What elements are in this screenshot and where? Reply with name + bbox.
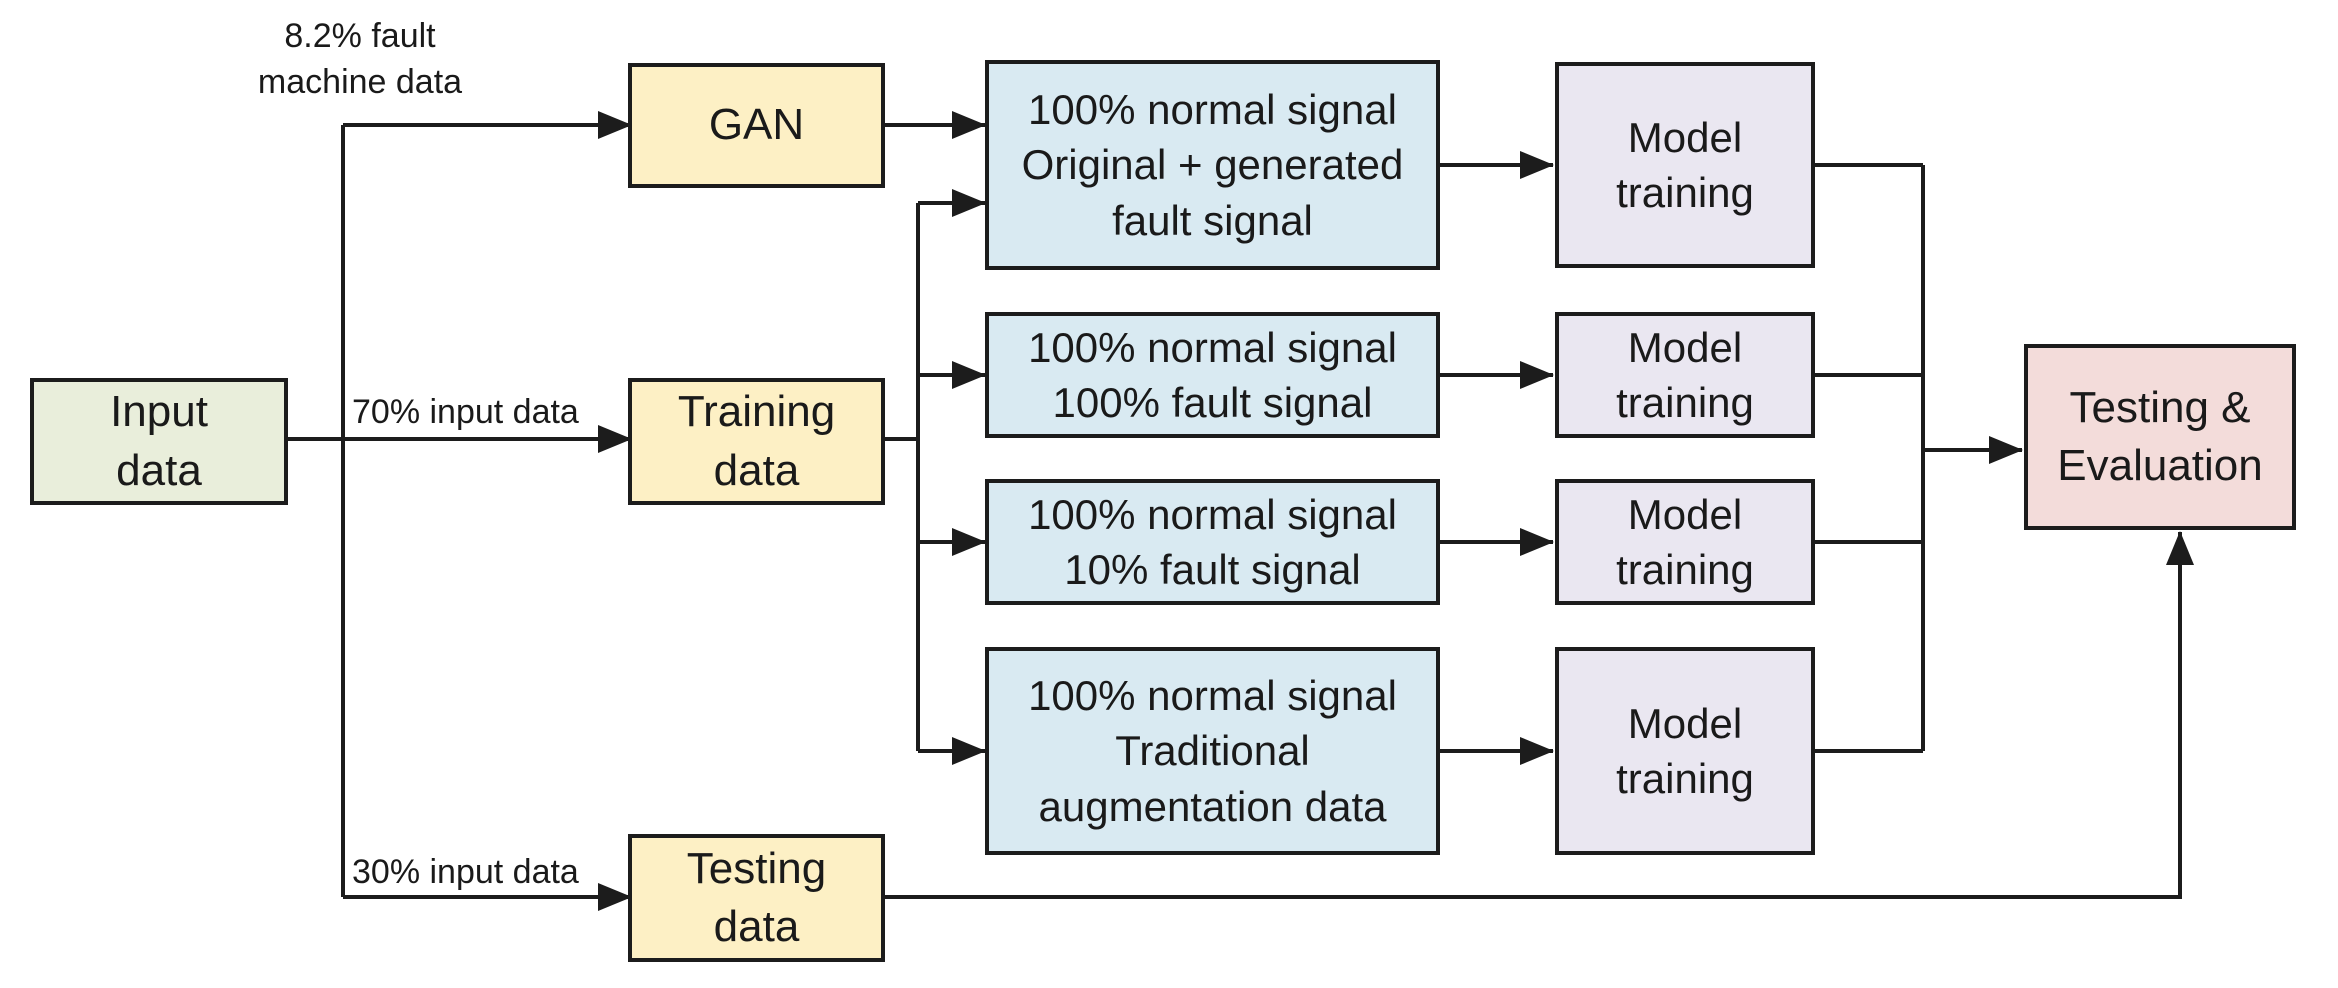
model-training-node-3: Model training <box>1555 479 1815 605</box>
edge-label-gan-split: 8.2% fault machine data <box>257 17 463 101</box>
edge-models-to-bus <box>1815 163 1925 753</box>
edge-label-training-split: 70% input data <box>352 393 579 431</box>
model-training-node-1: Model training <box>1555 62 1815 268</box>
model-training-node-4: Model training <box>1555 647 1815 855</box>
gan-node: GAN <box>628 63 885 188</box>
testing-data-node: Testing data <box>628 834 885 962</box>
model-training-node-2: Model training <box>1555 312 1815 438</box>
dataset-node-100pct-fault: 100% normal signal 100% fault signal <box>985 312 1440 438</box>
edge-testing-to-evaluation <box>885 531 2194 899</box>
input-data-node: Input data <box>30 378 288 505</box>
testing-evaluation-node: Testing & Evaluation <box>2024 344 2296 530</box>
dataset-node-traditional-augmentation: 100% normal signal Traditional augmentat… <box>985 647 1440 855</box>
edge-label-testing-split: 30% input data <box>352 853 579 891</box>
training-data-node: Training data <box>628 378 885 505</box>
dataset-node-original-plus-generated: 100% normal signal Original + generated … <box>985 60 1440 270</box>
edge-training-to-bus <box>885 203 920 751</box>
dataset-node-10pct-fault: 100% normal signal 10% fault signal <box>985 479 1440 605</box>
